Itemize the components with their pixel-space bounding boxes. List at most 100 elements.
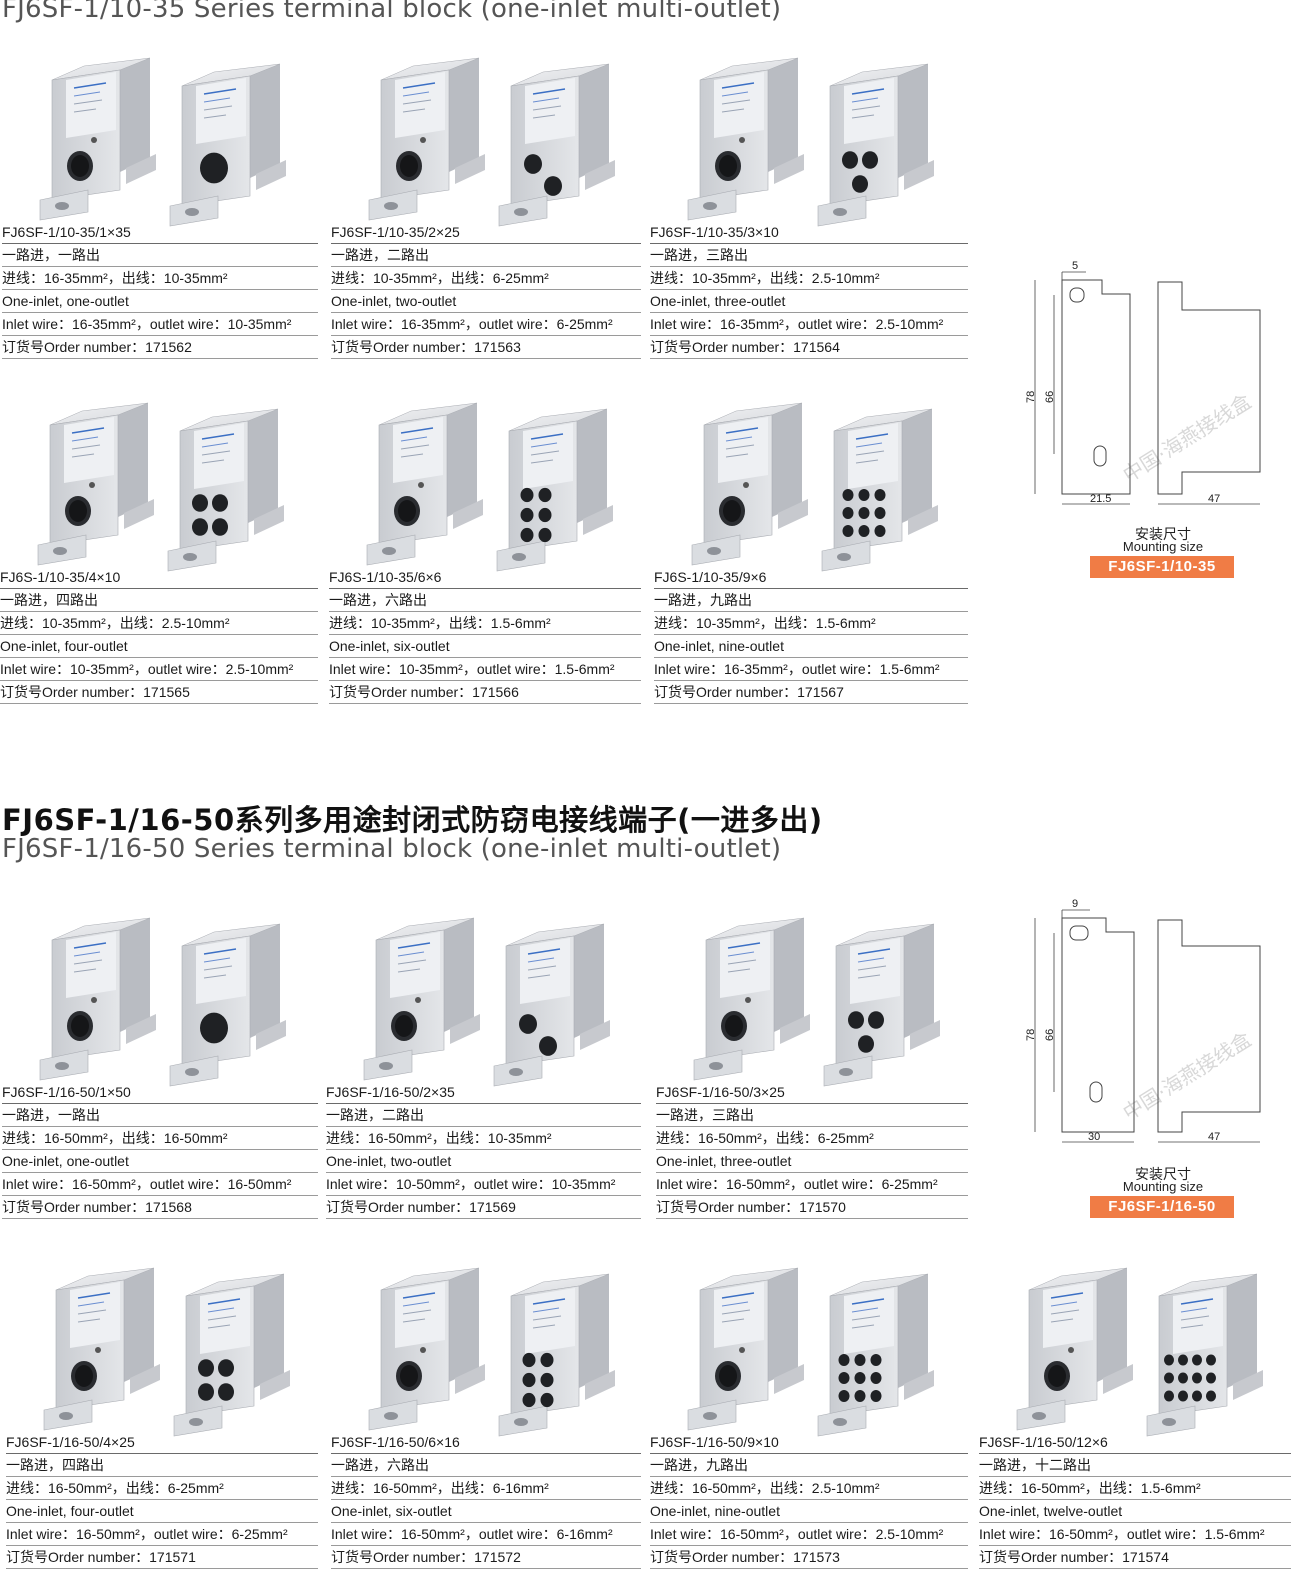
inlet-block-image <box>368 57 485 221</box>
order-number: 订货号Order number：171568 <box>2 1196 318 1219</box>
outlet-block-image <box>498 63 615 227</box>
dim-inner-height: 66 <box>1044 1029 1056 1041</box>
config-en: One-inlet, three-outlet <box>656 1150 968 1173</box>
config-en: One-inlet, twelve-outlet <box>979 1500 1291 1523</box>
outlet-block-image <box>493 923 610 1087</box>
inlet-block-image <box>43 1267 160 1431</box>
wire-spec-cn: 进线：10-35mm²，出线：6-25mm² <box>331 267 641 290</box>
wire-spec-cn: 进线：10-35mm²，出线：2.5-10mm² <box>0 612 318 635</box>
order-number: 订货号Order number：171566 <box>329 681 641 704</box>
wire-spec-en: Inlet wire：16-50mm²，outlet wire：2.5-10mm… <box>650 1523 968 1546</box>
dim-top: 5 <box>1072 260 1078 272</box>
wire-spec-cn: 进线：16-50mm²，出线：2.5-10mm² <box>650 1477 968 1500</box>
model-number: FJ6S-1/10-35/6×6 <box>329 566 641 589</box>
model-number: FJ6SF-1/16-50/9×10 <box>650 1431 968 1454</box>
inlet-block-image <box>39 917 156 1081</box>
outlet-block-image <box>498 1273 615 1437</box>
mounting-dimension-drawing: 中国·海燕接线盒 5 78 66 21.5 47 <box>1025 260 1261 505</box>
watermark-text: 中国·海燕接线盒 <box>1119 1027 1256 1125</box>
config-cn: 一路进，二路出 <box>326 1104 641 1127</box>
wire-spec-en: Inlet wire：16-50mm²，outlet wire：1.5-6mm² <box>979 1523 1291 1546</box>
outlet-block-image <box>496 408 613 572</box>
config-en: One-inlet, one-outlet <box>2 290 318 313</box>
inlet-block-image <box>39 57 156 221</box>
wire-spec-cn: 进线：10-35mm²，出线：1.5-6mm² <box>329 612 641 635</box>
model-number: FJ6SF-1/10-35/1×35 <box>2 221 318 244</box>
inlet-block-image <box>687 1267 804 1431</box>
dim-inner-height: 66 <box>1044 391 1056 403</box>
product-photos <box>979 1246 1291 1437</box>
wire-spec-en: Inlet wire：10-35mm²，outlet wire：1.5-6mm² <box>329 658 641 681</box>
order-number: 订货号Order number：171572 <box>331 1546 641 1569</box>
wire-spec-en: Inlet wire：10-35mm²，outlet wire：2.5-10mm… <box>0 658 318 681</box>
mounting-size-en: Mounting size <box>1122 1179 1204 1194</box>
outlet-block-image <box>1146 1273 1263 1437</box>
wire-spec-en: Inlet wire：16-35mm²，outlet wire：6-25mm² <box>331 313 641 336</box>
model-number: FJ6S-1/10-35/9×6 <box>654 566 968 589</box>
outlet-block-image <box>169 63 286 227</box>
config-cn: 一路进，九路出 <box>650 1454 968 1477</box>
model-number: FJ6SF-1/16-50/3×25 <box>656 1081 968 1104</box>
outlet-block-image <box>169 923 286 1087</box>
product-photos <box>654 381 968 572</box>
dim-left-width: 30 <box>1088 1131 1100 1143</box>
order-number: 订货号Order number：171564 <box>650 336 968 359</box>
wire-spec-en: Inlet wire：16-50mm²，outlet wire：16-50mm² <box>2 1173 318 1196</box>
inlet-block-image <box>693 917 810 1081</box>
config-cn: 一路进，十二路出 <box>979 1454 1291 1477</box>
config-en: One-inlet, six-outlet <box>331 1500 641 1523</box>
outlet-block-image <box>823 923 940 1087</box>
wire-spec-en: Inlet wire：16-35mm²，outlet wire：2.5-10mm… <box>650 313 968 336</box>
config-en: One-inlet, two-outlet <box>331 290 641 313</box>
config-en: One-inlet, three-outlet <box>650 290 968 313</box>
config-cn: 一路进，六路出 <box>329 589 641 612</box>
product-photos <box>6 1246 318 1437</box>
outlet-block-image <box>817 1273 934 1437</box>
wire-spec-cn: 进线：16-50mm²，出线：1.5-6mm² <box>979 1477 1291 1500</box>
wire-spec-en: Inlet wire：16-50mm²，outlet wire：6-25mm² <box>656 1173 968 1196</box>
wire-spec-en: Inlet wire：16-50mm²，outlet wire：6-16mm² <box>331 1523 641 1546</box>
model-number: FJ6SF-1/16-50/6×16 <box>331 1431 641 1454</box>
inlet-block-image <box>363 917 480 1081</box>
config-en: One-inlet, nine-outlet <box>650 1500 968 1523</box>
dim-top: 9 <box>1072 898 1078 910</box>
config-en: One-inlet, nine-outlet <box>654 635 968 658</box>
mounting-size-en: Mounting size <box>1122 539 1204 554</box>
mounting-dimension-drawing: 中国·海燕接线盒 9 78 66 30 47 <box>1025 898 1261 1143</box>
order-number: 订货号Order number：171567 <box>654 681 968 704</box>
wire-spec-cn: 进线：16-50mm²，出线：16-50mm² <box>2 1127 318 1150</box>
model-number: FJ6SF-1/10-35/3×10 <box>650 221 968 244</box>
config-cn: 一路进，三路出 <box>656 1104 968 1127</box>
wire-spec-cn: 进线：16-35mm²，出线：10-35mm² <box>2 267 318 290</box>
section1-subtitle: FJ6SF-1/10-35 Series terminal block (one… <box>2 0 782 24</box>
order-number: 订货号Order number：171563 <box>331 336 641 359</box>
order-number: 订货号Order number：171570 <box>656 1196 968 1219</box>
config-cn: 一路进，四路出 <box>6 1454 318 1477</box>
wire-spec-en: Inlet wire：10-50mm²，outlet wire：10-35mm² <box>326 1173 641 1196</box>
section1-mounting-diagram: 中国·海燕接线盒 5 78 66 21.5 47 安装尺寸 Mounting s… <box>1025 258 1280 588</box>
dim-right-width: 47 <box>1208 493 1220 505</box>
wire-spec-cn: 进线：16-50mm²，出线：6-16mm² <box>331 1477 641 1500</box>
dim-outer-height: 78 <box>1025 1029 1037 1041</box>
section2-title: FJ6SF-1/16-50系列多用途封闭式防窃电接线端子(一进多出) <box>2 803 823 837</box>
product-photos <box>331 1246 641 1437</box>
config-en: One-inlet, four-outlet <box>0 635 318 658</box>
config-cn: 一路进，三路出 <box>650 244 968 267</box>
section2-subtitle: FJ6SF-1/16-50 Series terminal block (one… <box>2 834 782 864</box>
model-badge: FJ6SF-1/10-35 <box>1090 556 1234 578</box>
order-number: 订货号Order number：171571 <box>6 1546 318 1569</box>
config-cn: 一路进，四路出 <box>0 589 318 612</box>
